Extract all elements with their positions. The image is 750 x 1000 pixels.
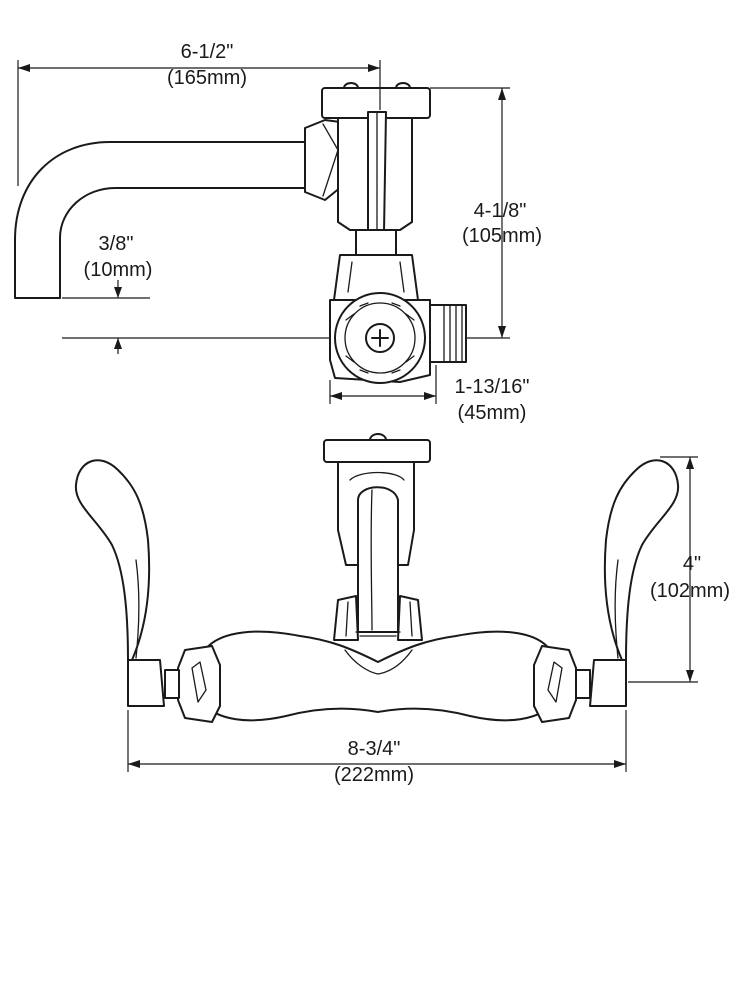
handle-label: 4" [683,553,701,575]
handle-metric: (102mm) [650,580,730,602]
left-end-cap [177,645,221,723]
right-wrist-blade-handle [589,659,627,707]
front-view: 4" (102mm) 8-3/4" (222mm) [74,433,730,786]
mixer-body [199,630,557,722]
left-wrist-blade-handle [127,659,165,707]
width-label: 6-1/2" [181,41,234,63]
width-metric: (165mm) [167,67,247,89]
right-end-cap [533,645,577,723]
offset-metric: (10mm) [84,259,153,281]
body-label: 1-13/16" [455,376,530,398]
overall-metric: (222mm) [334,764,414,786]
height-label: 4-1/8" [474,200,527,222]
side-view: 6-1/2" (165mm) 4-1/8" (105mm) 3/8" (10mm… [14,41,542,424]
offset-label: 3/8" [99,233,134,255]
thread-lines [443,304,463,363]
height-metric: (105mm) [462,225,542,247]
front-cap [323,439,431,463]
spout [14,141,306,299]
front-spout [357,486,399,633]
overall-label: 8-3/4" [348,738,401,760]
wheel-slots [345,302,415,374]
body-metric: (45mm) [458,402,527,424]
